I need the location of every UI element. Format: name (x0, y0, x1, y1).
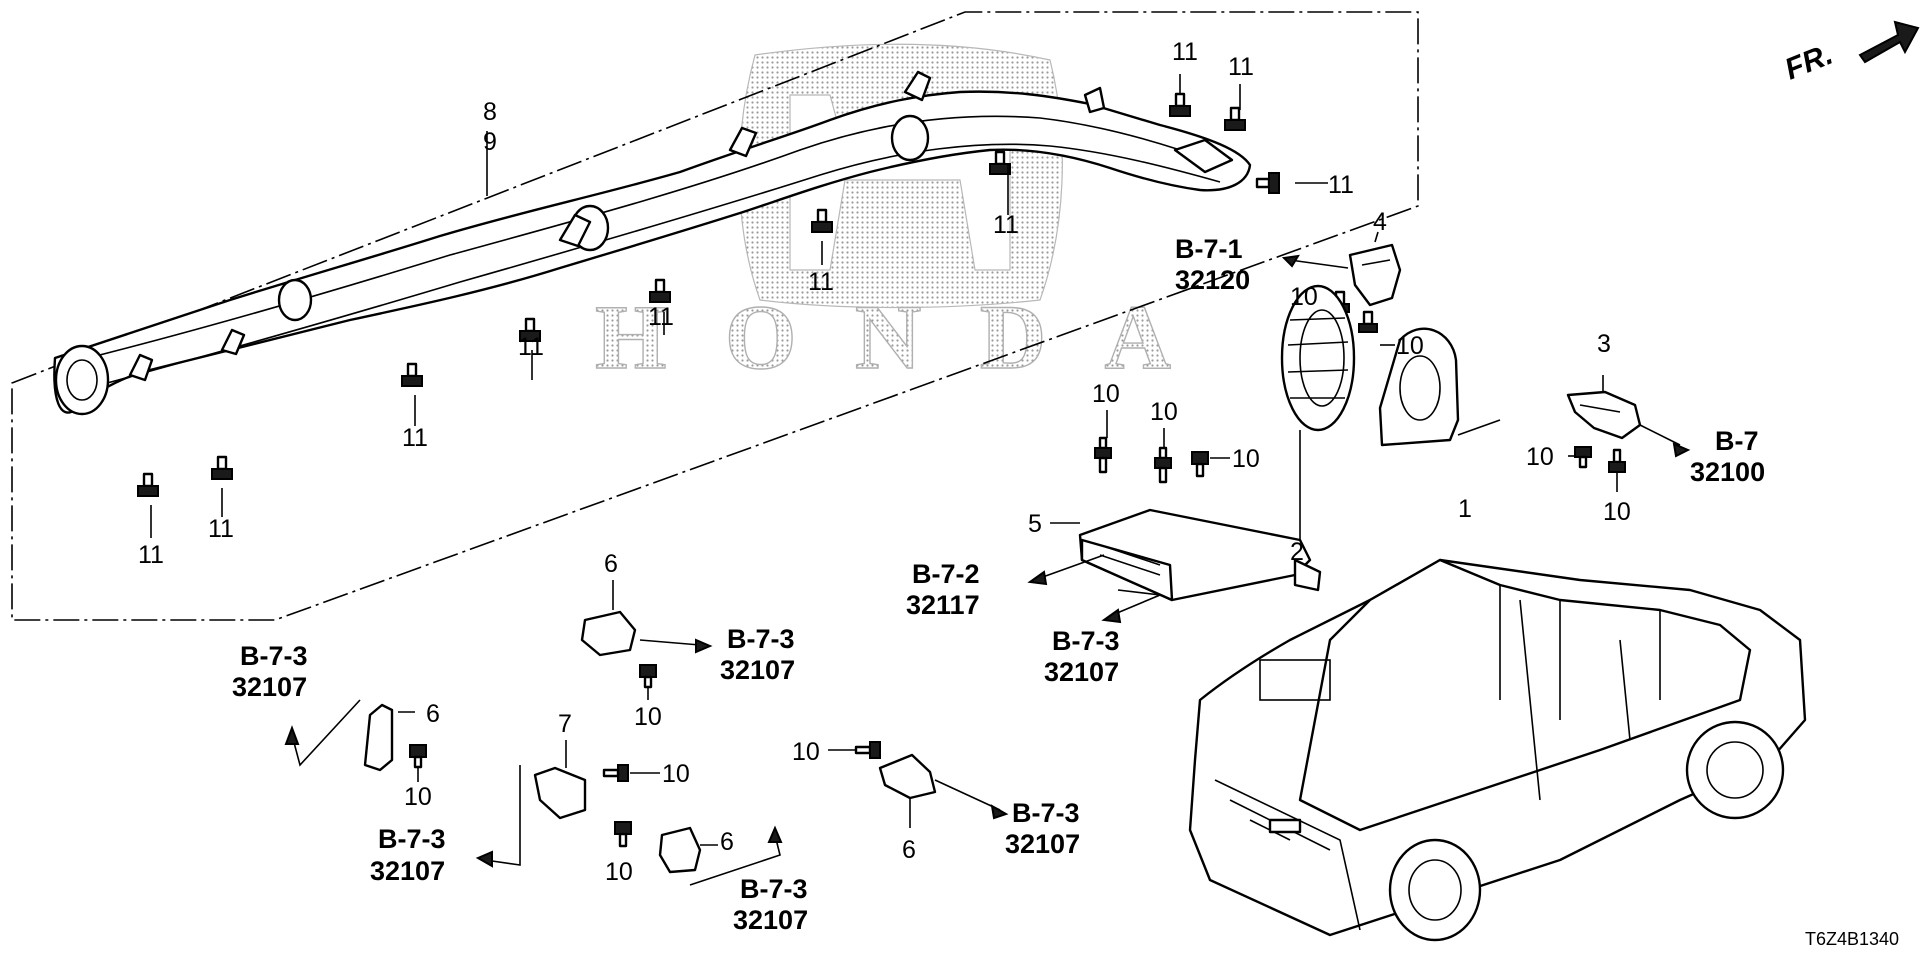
bolt-10-c (1574, 446, 1592, 469)
ref-b71: B-7-1 (1175, 234, 1243, 264)
label-6: 6 (426, 700, 440, 728)
ref-b73: B-7-3 (1052, 626, 1120, 656)
ref-b7-code: 32100 (1690, 457, 1765, 487)
bolt-11-leaders (150, 74, 1328, 538)
direction-arrow-icon: FR. (1780, 20, 1920, 87)
label-6: 6 (604, 550, 618, 578)
label-10: 10 (605, 858, 633, 886)
ref-b73: B-7-3 (727, 624, 795, 654)
ref-b73-code: 32107 (733, 905, 808, 935)
label-6: 6 (720, 828, 734, 856)
label-11: 11 (208, 515, 234, 543)
part-7-sensor (484, 740, 587, 866)
label-3: 3 (1597, 330, 1611, 358)
label-5: 5 (1028, 510, 1042, 538)
label-9: 9 (483, 128, 497, 156)
reference-labels: B-7-1 32120 B-7 32100 B-7-2 32117 B-7-3 … (232, 234, 1765, 935)
part-2-clock-spring (1280, 284, 1356, 540)
part-6-sensor-a (580, 580, 701, 657)
label-10: 10 (662, 760, 690, 788)
label-10: 10 (1396, 332, 1424, 360)
bolt-10-h (639, 664, 657, 689)
part-6-sensor-d (878, 753, 1001, 828)
part-6-sensor-c (658, 826, 781, 886)
label-6: 6 (902, 836, 916, 864)
ref-b71-code: 32120 (1175, 265, 1250, 295)
label-10: 10 (634, 703, 662, 731)
label-10: 10 (1232, 445, 1260, 473)
arrow-b73-center (1109, 589, 1164, 617)
vehicle-illustration (1188, 558, 1807, 942)
bolt-10-d (1608, 448, 1626, 473)
label-10: 10 (1603, 498, 1631, 526)
label-2: 2 (1290, 538, 1304, 566)
part-number-labels: 8 9 11 11 11 11 11 11 11 11 11 11 4 10 1… (138, 38, 1631, 886)
ref-b73: B-7-3 (740, 874, 808, 904)
bolt-10-j (602, 764, 629, 782)
label-1: 1 (1458, 495, 1472, 523)
label-11: 11 (402, 424, 428, 452)
label-11: 11 (1328, 171, 1354, 199)
ref-b73: B-7-3 (240, 641, 308, 671)
bolt-10-i (409, 744, 427, 769)
ref-b73: B-7-3 (1012, 798, 1080, 828)
part-4-sensor (1289, 231, 1402, 307)
bolt-10-e (1094, 436, 1112, 474)
part-6-sensor-b (291, 699, 415, 772)
ref-b72: B-7-2 (912, 559, 980, 589)
label-7: 7 (558, 710, 572, 738)
label-11: 11 (1228, 53, 1254, 81)
label-10: 10 (1150, 398, 1178, 426)
label-10: 10 (1092, 380, 1120, 408)
reference-arrowheads (284, 254, 1691, 868)
curtain-airbag (53, 70, 1252, 416)
bolt-10-g (1191, 451, 1209, 478)
bolt-10-f (1154, 446, 1172, 484)
part-5-control-unit (1050, 508, 1322, 602)
bolt-10-k (614, 821, 632, 848)
arrow-b72 (1039, 554, 1105, 579)
ref-b73-code: 32107 (370, 856, 445, 886)
part-1-cover (1378, 327, 1501, 447)
part-3-sensor (1566, 375, 1681, 446)
label-10: 10 (404, 783, 432, 811)
bolt-10-l (854, 741, 881, 759)
label-8: 8 (483, 98, 497, 126)
ref-b72-code: 32117 (906, 590, 980, 620)
label-10: 10 (792, 738, 820, 766)
ref-b73-code: 32107 (720, 655, 795, 685)
bolt-10-b (1358, 310, 1378, 333)
label-10: 10 (1526, 443, 1554, 471)
label-11: 11 (518, 333, 544, 361)
watermark-text: HONDA (595, 286, 1185, 388)
label-10: 10 (1290, 283, 1318, 311)
label-11: 11 (1172, 38, 1198, 66)
label-11: 11 (648, 303, 674, 331)
ref-b73-code: 32107 (1005, 829, 1080, 859)
ref-b73-code: 32107 (232, 672, 307, 702)
diagram-code: T6Z4B1340 (1805, 929, 1899, 949)
bolt-11-group (137, 92, 1280, 497)
label-11: 11 (808, 268, 834, 296)
ref-b7: B-7 (1715, 426, 1759, 456)
label-11: 11 (138, 541, 164, 569)
curtain-airbag-outline (11, 11, 1419, 621)
ref-b73: B-7-3 (378, 824, 446, 854)
label-11: 11 (993, 211, 1019, 239)
label-4: 4 (1373, 208, 1387, 236)
direction-label: FR. (1780, 38, 1837, 87)
ref-b73-code: 32107 (1044, 657, 1119, 687)
